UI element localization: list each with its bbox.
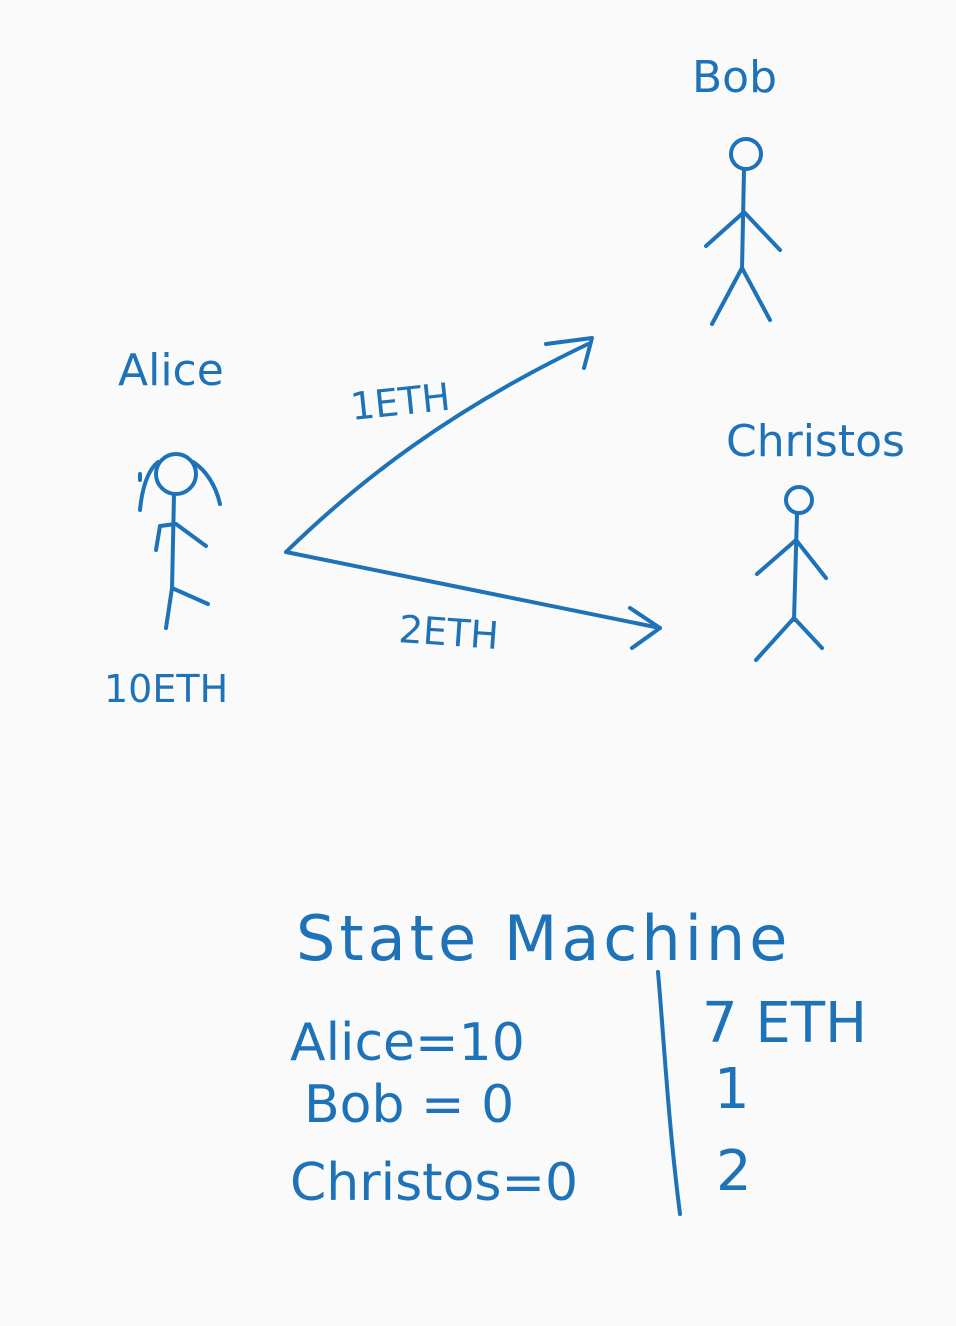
state-alice: Alice=10 <box>290 1013 525 1073</box>
arrow-to-bob <box>284 336 594 554</box>
alice-figure <box>138 452 222 630</box>
state-divider <box>656 970 682 1216</box>
transfer-to-christos-label: 2ETH <box>397 607 500 658</box>
bob-label: Bob <box>692 52 777 103</box>
christos-figure <box>754 485 828 662</box>
alice-label: Alice <box>118 345 224 396</box>
arrow-to-christos <box>284 550 662 650</box>
state-machine-title: State Machine <box>296 902 791 975</box>
christos-label: Christos <box>726 416 905 467</box>
new-state-bob: 1 <box>714 1057 750 1122</box>
state-bob: Bob = 0 <box>304 1075 514 1135</box>
bob-figure <box>704 137 782 326</box>
new-state-alice: 7 ETH <box>702 991 867 1056</box>
state-christos: Christos=0 <box>290 1153 578 1213</box>
new-state-christos: 2 <box>716 1139 752 1204</box>
alice-balance: 10ETH <box>104 667 228 711</box>
transfer-to-bob-label: 1ETH <box>348 375 452 429</box>
